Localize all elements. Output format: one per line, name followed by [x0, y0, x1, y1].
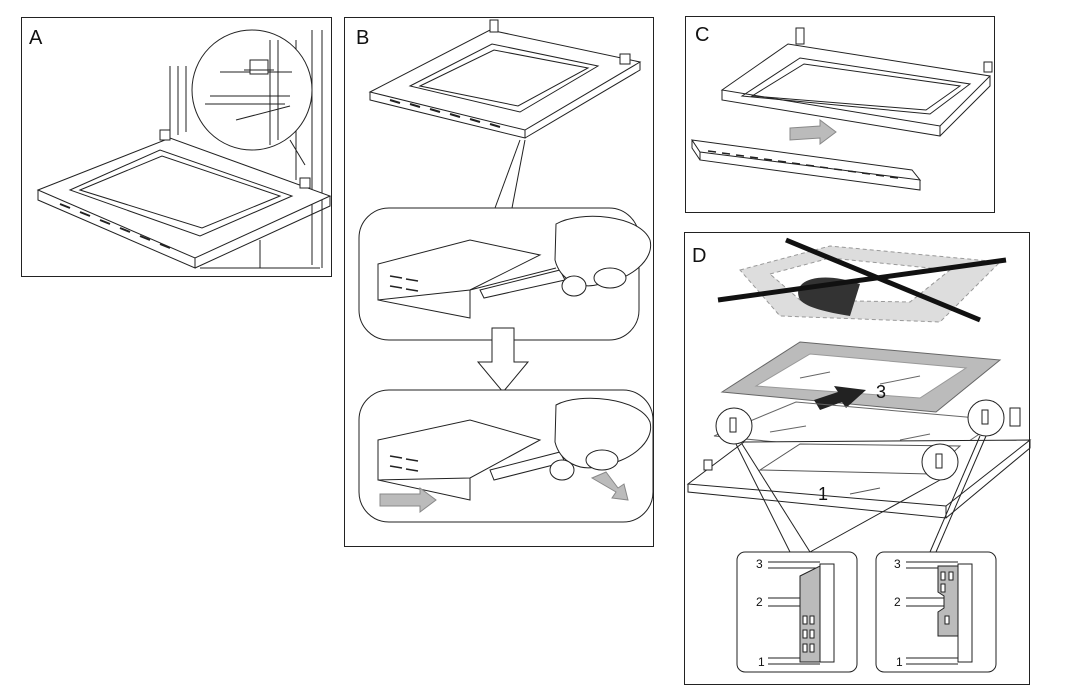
detail-left-tick-1: 1: [758, 655, 765, 669]
glass-label-3: 3: [876, 382, 886, 402]
detail-right-tick-1: 1: [896, 655, 903, 669]
slot-detail-right: [875, 551, 997, 673]
wrong-orientation-crossed: [717, 237, 1007, 323]
glass-label-1: 1: [818, 484, 828, 504]
panel-a-label: A: [29, 27, 43, 49]
pull-arrow-down: [590, 471, 629, 501]
detail-left-tick-2: 2: [756, 595, 763, 609]
oven-door-open-illustration: [36, 29, 332, 269]
door-remove-strip-illustration: [690, 27, 993, 191]
panel-c-label: C: [695, 24, 710, 46]
slide-arrow-left: [379, 487, 437, 513]
slot-detail-left: [736, 551, 858, 673]
glass-pane-3: [720, 341, 1002, 413]
insert-arrow-3: [814, 386, 866, 410]
detail-left-tick-3: 3: [756, 557, 763, 571]
detail-right-tick-3: 3: [894, 557, 901, 571]
panel-d-label: D: [692, 245, 707, 267]
door-base-1: [686, 399, 1032, 553]
door-top-view-illustration: [358, 19, 654, 523]
detail-right-tick-2: 2: [894, 595, 901, 609]
panel-b-label: B: [356, 27, 370, 49]
strip-removal-arrow: [789, 119, 837, 145]
